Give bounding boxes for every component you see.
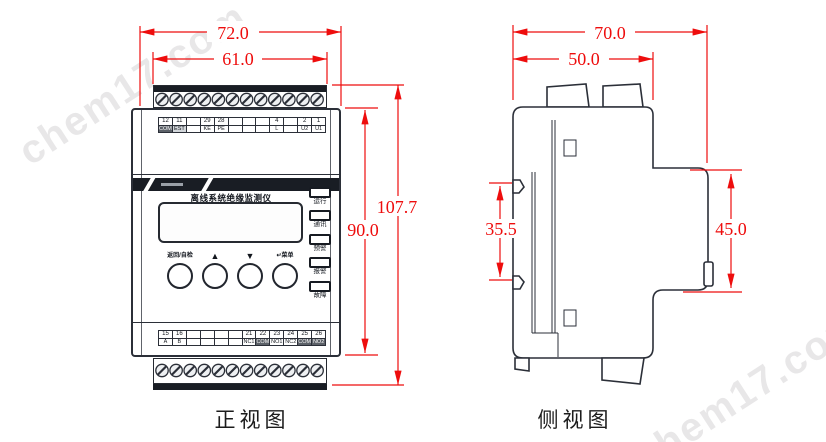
terminal-screws-row xyxy=(154,92,325,107)
led-rect xyxy=(309,257,331,268)
led-alarm: 报警 xyxy=(308,257,332,276)
led-rect xyxy=(309,281,331,292)
side-top-terminal-tab xyxy=(602,83,644,108)
button-circle xyxy=(167,263,193,289)
lcd-display xyxy=(158,202,303,243)
dim-front-width-terminal: 61.0 xyxy=(222,49,254,69)
terminal-cell: 22COM1 xyxy=(255,331,270,345)
front-top-terminal-block xyxy=(153,85,327,108)
terminal-cell xyxy=(227,118,242,132)
body-left-rail xyxy=(141,110,142,355)
band-logo-mark xyxy=(161,183,183,186)
led-fault: 故障 xyxy=(308,281,332,300)
watermark-bottom-right: chem17.com xyxy=(626,300,826,442)
side-vent-square xyxy=(563,139,577,157)
panel-dark-band xyxy=(133,178,339,191)
panel-divider-line xyxy=(133,322,339,323)
terminal-cell xyxy=(185,331,200,345)
side-clip-bump xyxy=(703,261,714,287)
button-circle xyxy=(272,263,298,289)
terminal-cell xyxy=(255,118,270,132)
side-bottom-terminal-tab xyxy=(601,357,645,385)
front-view-caption: 正视图 xyxy=(214,408,290,432)
button-up: ▲ xyxy=(193,251,237,289)
led-rect xyxy=(309,210,331,221)
button-down: ▼ xyxy=(228,251,272,289)
terminal-cover-strip xyxy=(153,384,327,390)
button-circle xyxy=(237,263,263,289)
terminal-cover-strip xyxy=(154,86,326,92)
terminal-cell xyxy=(283,118,298,132)
button-menu-enter: ↵菜单 xyxy=(263,251,307,289)
terminal-cell xyxy=(241,118,256,132)
side-view-caption: 侧视图 xyxy=(537,408,613,432)
device-title: 离线系统绝缘监测仪 xyxy=(190,193,272,203)
panel-divider-line xyxy=(133,174,339,175)
din-rail-hook-bottom xyxy=(512,275,525,290)
side-view-profile xyxy=(512,83,714,385)
led-rect xyxy=(309,234,331,245)
terminal-cell xyxy=(213,331,228,345)
terminal-screws-row xyxy=(154,363,325,378)
side-view-inner-lines xyxy=(531,120,577,357)
button-back-selftest: 返回/自检 xyxy=(158,251,202,289)
side-top-terminal-tab xyxy=(546,83,590,108)
led-comm: 通讯 xyxy=(308,210,332,229)
led-prewarn: 预警 xyxy=(308,234,332,253)
side-body-outline xyxy=(512,106,709,359)
body-right-rail xyxy=(330,110,331,355)
led-rect xyxy=(309,187,331,198)
terminal-cell xyxy=(185,118,200,132)
dim-front-height-body: 90.0 xyxy=(347,220,379,240)
band-mark xyxy=(142,178,156,191)
led-run: 运行 xyxy=(308,187,332,206)
dim-side-width-overall: 70.0 xyxy=(594,23,626,43)
dim-front-height-overall: 107.7 xyxy=(377,197,418,217)
terminal-cell xyxy=(199,331,214,345)
dim-side-depth: 45.0 xyxy=(715,219,747,239)
dim-side-rail-span: 35.5 xyxy=(485,219,517,239)
side-vent-square xyxy=(563,309,577,327)
front-bottom-terminal-block xyxy=(153,358,327,384)
side-bottom-foot xyxy=(514,357,530,372)
terminal-cell xyxy=(227,331,242,345)
dim-side-width-body: 50.0 xyxy=(568,49,600,69)
din-rail-hook-top xyxy=(512,179,525,194)
button-circle xyxy=(202,263,228,289)
band-mark xyxy=(200,178,214,191)
terminal-cell: 12COM3 xyxy=(159,118,172,132)
